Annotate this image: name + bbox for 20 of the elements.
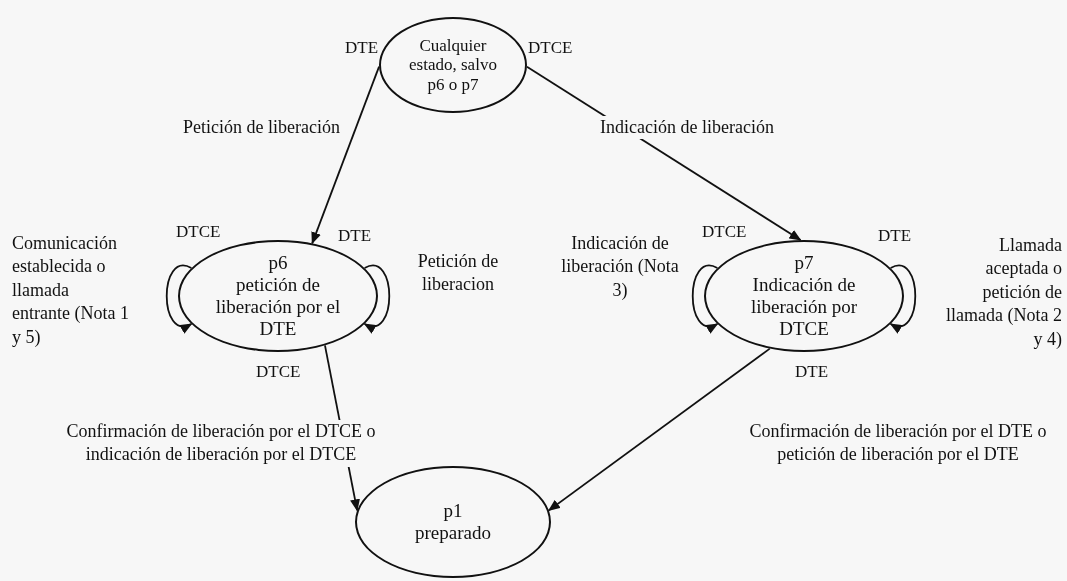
arrow — [526, 65, 802, 241]
loop-arrow — [363, 264, 391, 333]
interface-label: DTCE — [528, 38, 573, 58]
loop-arrow — [691, 264, 719, 333]
interface-label: DTE — [878, 226, 912, 246]
state-label: petición de liberación por el DTE — [214, 274, 342, 340]
interface-label: DTCE — [176, 222, 221, 242]
state-label: p1 — [443, 500, 463, 522]
loop-arrow — [889, 264, 917, 333]
state-label: Cualquier estado, salvo p6 o p7 — [408, 35, 498, 95]
state-label: p7 — [794, 252, 814, 275]
state-label: preparado — [415, 522, 491, 544]
interface-label: DTCE — [702, 222, 747, 242]
interface-label: DTE — [795, 362, 829, 382]
interface-label: DTE — [338, 226, 372, 246]
state-label: p6 — [268, 252, 288, 275]
interface-label: DTE — [345, 38, 379, 58]
interface-label: DTCE — [256, 362, 301, 382]
state-label: Indicación de liberación por DTCE — [749, 274, 858, 340]
loop-arrow — [165, 264, 193, 333]
